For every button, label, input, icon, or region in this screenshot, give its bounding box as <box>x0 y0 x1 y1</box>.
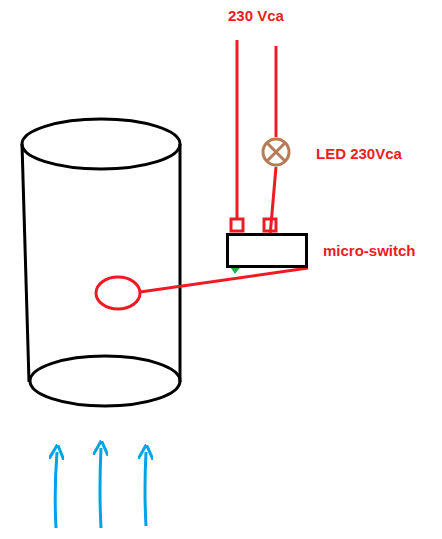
airflow-arrows <box>55 448 146 528</box>
node-label: LED 230Vca <box>314 145 404 163</box>
wire <box>275 46 278 137</box>
wire <box>236 40 239 219</box>
terminal <box>231 219 243 231</box>
lever <box>140 268 308 292</box>
node-label: micro-switch <box>321 242 418 260</box>
voltage-label: 230 Vca <box>226 7 286 25</box>
lamp-outline <box>259 137 293 167</box>
wire <box>270 167 276 233</box>
vane <box>96 277 140 309</box>
micro-switch-box: micro-switch <box>226 233 308 268</box>
tube <box>22 119 180 406</box>
lamp-symbol: LED 230Vca <box>259 137 293 167</box>
